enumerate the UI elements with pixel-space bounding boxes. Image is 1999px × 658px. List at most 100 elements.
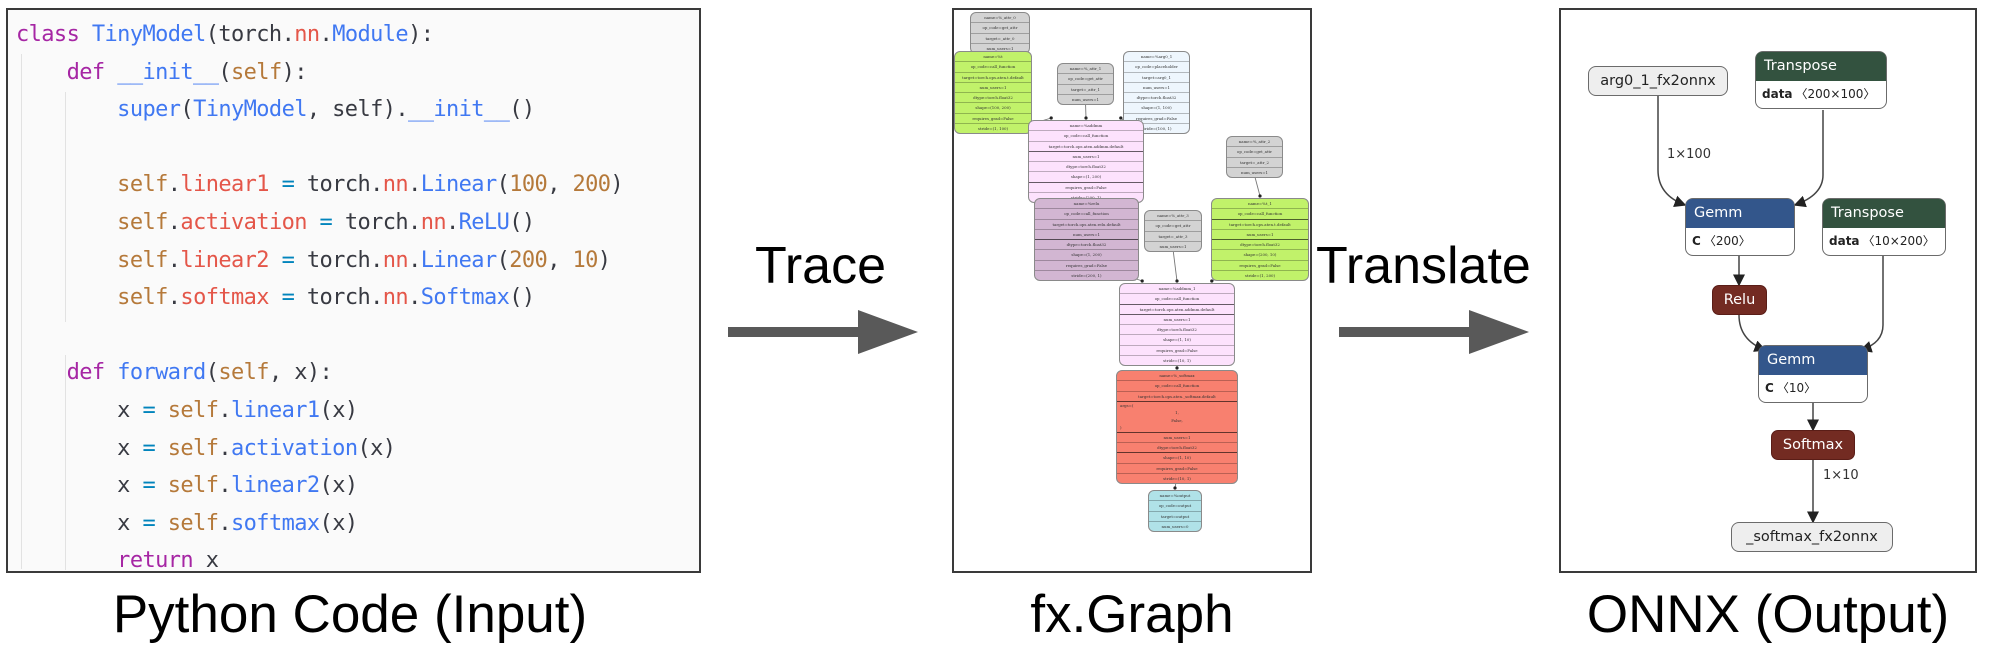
fx-node-field: op_code=get_attr: [1058, 73, 1113, 83]
code-number: 200: [509, 247, 548, 273]
fx-node-field: op_code=get_attr: [1227, 146, 1282, 156]
fx-node-field: op_code=call_function: [955, 61, 1031, 71]
code-attribute: softmax: [180, 285, 269, 311]
code-text: .: [408, 172, 421, 198]
code-line: x = self.linear1(x): [16, 392, 623, 430]
fx-node-field: requires_grad=False: [1029, 181, 1143, 192]
onnx-gemm-node-2[interactable]: Gemm C〈10〉: [1758, 345, 1868, 403]
code-text: .: [167, 172, 181, 198]
code-operator: =: [268, 285, 307, 311]
fx-node-field: name=%_attr_2: [1238, 139, 1271, 144]
onnx-transpose-node-2[interactable]: Transpose data〈10×200〉: [1822, 198, 1946, 256]
fx-edge-arrowhead: [1210, 279, 1214, 283]
fx-node-field: name=%relu: [1073, 201, 1100, 206]
onnx-gemm-node-1[interactable]: Gemm C〈200〉: [1685, 198, 1795, 256]
indent-guide: [21, 54, 22, 569]
fx-node-field: name=%t: [983, 54, 1003, 59]
onnx-output-node[interactable]: _softmax_fx2onnx: [1731, 522, 1893, 552]
code-function: softmax: [231, 510, 320, 536]
code-class-name: Module: [332, 22, 409, 47]
code-function: linear1: [231, 397, 320, 423]
code-line: def __init__(self):: [16, 54, 623, 92]
code-self: self: [167, 473, 219, 499]
code-function: linear2: [231, 473, 320, 499]
fx-node-field: target=_attr_3: [1145, 230, 1201, 241]
fx-node-field: stride=(200, 1): [1035, 270, 1138, 280]
code-function: __init__: [408, 97, 510, 123]
fx-node-field: requires_grad=False: [1117, 462, 1237, 473]
code-line: super(TinyModel, self).__init__(): [16, 91, 623, 129]
onnx-relu-node[interactable]: Relu: [1712, 285, 1767, 315]
code-text: .: [218, 473, 232, 499]
fx-node-field: target=output: [1149, 510, 1201, 521]
fx-node-field: num_users=1: [1145, 240, 1201, 251]
code-number: 100: [509, 172, 548, 198]
code-self: self: [167, 397, 219, 423]
fx-node-field: name=%_attr_1: [1069, 66, 1102, 71]
fx-node-field: num_users=1: [1120, 313, 1234, 324]
code-text: torch.: [306, 285, 383, 311]
code-self: self: [117, 172, 168, 198]
fx-node-field: op_code=call_function: [1029, 130, 1143, 140]
code-keyword: def: [66, 360, 106, 386]
fx-node-field: num_users=1: [1124, 81, 1189, 92]
onnx-transpose-node-1[interactable]: Transpose data〈200×100〉: [1755, 51, 1887, 109]
fx-node-field: shape=(1, 10): [1120, 334, 1234, 344]
code-text: (): [509, 285, 535, 311]
fx-node-field: op_code=call_function: [1117, 380, 1237, 390]
attr-name: C: [1692, 234, 1701, 248]
fx-edge: [1254, 175, 1261, 197]
edge-transpose2-to-gemm2: [1859, 256, 1884, 353]
code-text: (x): [319, 397, 359, 423]
code-text: x: [117, 473, 130, 499]
fx-node-field: num_users=1: [971, 42, 1029, 53]
fx-node-field: target=torch.ops.aten.addmm.default: [1029, 140, 1143, 151]
transpose-op-label: Transpose: [1756, 52, 1886, 81]
code-text: (: [496, 247, 510, 273]
code-line: x = self.linear2(x): [16, 467, 623, 505]
code-operator: =: [268, 247, 307, 273]
code-keyword: class: [16, 22, 80, 47]
code-operator: =: [268, 172, 307, 198]
code-text: (torch.: [205, 22, 295, 47]
indent-guide: [65, 355, 66, 570]
code-text: , self).: [306, 97, 409, 123]
fx-edge-arrowhead: [1140, 279, 1144, 283]
onnx-softmax-node[interactable]: Softmax: [1771, 430, 1855, 460]
fx-node-field: target=arg0_1: [1124, 71, 1189, 82]
fx-node-field: target=_attr_2: [1227, 156, 1282, 167]
onnx-input-node[interactable]: arg0_1_fx2onnx: [1588, 66, 1728, 96]
code-function: super: [117, 97, 181, 123]
code-text: .: [218, 435, 232, 461]
code-self: self: [117, 247, 168, 273]
fx-node-field: requires_grad=False: [955, 112, 1031, 123]
code-text: x: [117, 510, 130, 536]
attr-name: data: [1762, 87, 1793, 101]
code-line: self.softmax = torch.nn.Softmax(): [16, 279, 623, 317]
fx-node-field: stride=(100, 1): [1124, 123, 1189, 133]
fx-node-field: stride=(1, 100): [955, 123, 1031, 133]
code-text: (: [180, 97, 194, 123]
fx-node-field: op_code=call_function: [1212, 208, 1308, 218]
attr-name: C: [1765, 381, 1774, 395]
fx-node-field: name=%output: [1159, 493, 1191, 498]
fx-node-field: False,: [1171, 417, 1183, 423]
fx-node-field: 1,: [1175, 410, 1179, 416]
code-line: return x: [16, 542, 623, 580]
fx-node-field: requires_grad=False: [1035, 259, 1138, 270]
fx-node-field: stride=(10, 1): [1117, 473, 1237, 483]
attr-value: 〈200〉: [1703, 234, 1751, 248]
fx-node-field: shape=(200, 10): [1212, 249, 1308, 259]
